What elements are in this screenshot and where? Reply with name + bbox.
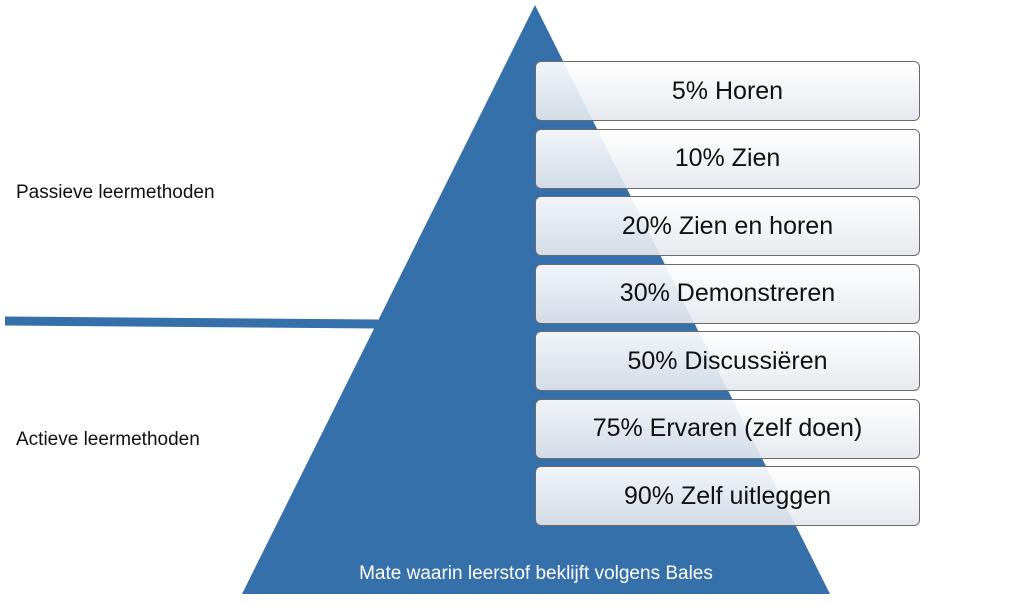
passive-methods-label: Passieve leermethoden [16, 182, 215, 203]
retention-levels: 5% Horen 10% Zien 20% Zien en horen 30% … [535, 61, 920, 534]
active-methods-label: Actieve leermethoden [16, 429, 200, 450]
level-box-demonstreren: 30% Demonstreren [535, 263, 920, 324]
level-box-discussieren: 50% Discussiëren [535, 331, 920, 391]
level-box-ervaren: 75% Ervaren (zelf doen) [535, 398, 920, 459]
level-box-zien: 10% Zien [535, 128, 920, 189]
level-box-horen: 5% Horen [535, 61, 920, 121]
level-box-zien-en-horen: 20% Zien en horen [535, 196, 920, 256]
divider-line [4, 316, 379, 329]
base-caption: Mate waarin leerstof beklijft volgens Ba… [359, 563, 713, 584]
level-box-zelf-uitleggen: 90% Zelf uitleggen [535, 466, 920, 526]
